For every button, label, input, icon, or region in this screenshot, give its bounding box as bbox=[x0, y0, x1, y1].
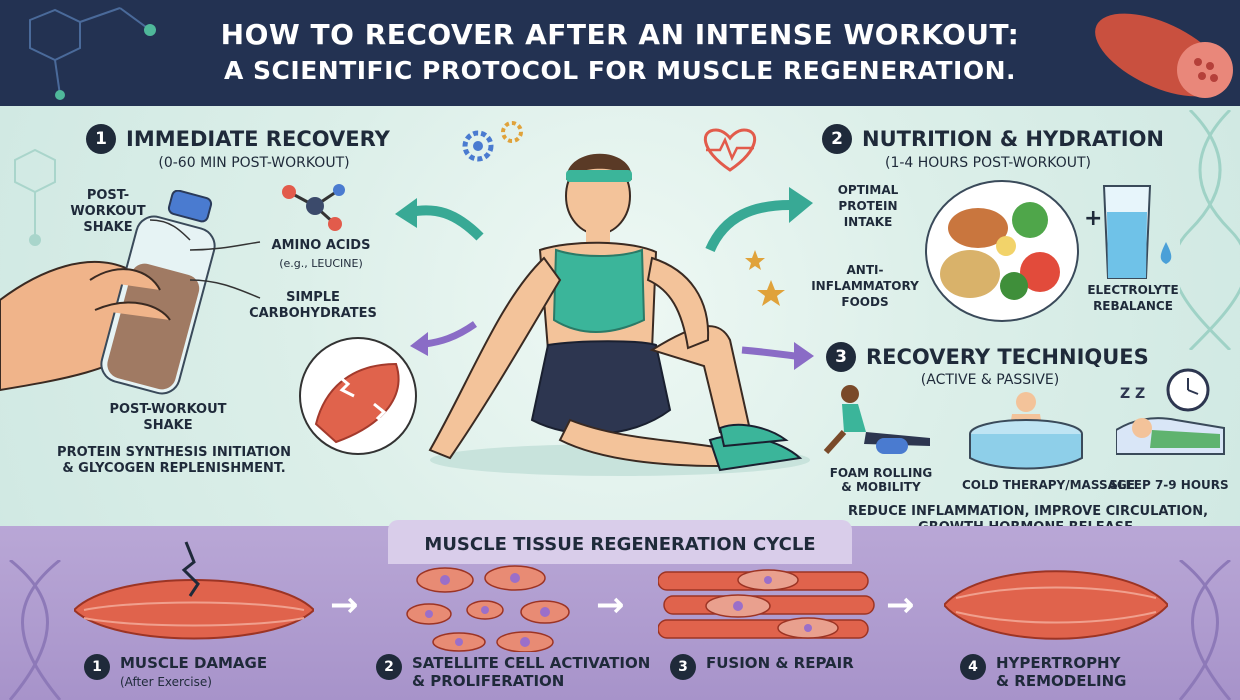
section1-title: 1 IMMEDIATE RECOVERY bbox=[86, 124, 390, 154]
athlete-resting-illustration bbox=[428, 153, 810, 476]
damaged-muscle-icon bbox=[299, 337, 417, 455]
stage1-label: 1 MUSCLE DAMAGE (After Exercise) bbox=[84, 654, 314, 691]
protein-shake-bottle-icon bbox=[0, 190, 216, 395]
stage1-sub: (After Exercise) bbox=[120, 675, 212, 689]
arrow-to-section3-icon bbox=[741, 342, 814, 370]
muscle-fiber-icon bbox=[1095, 13, 1233, 98]
amino-acid-molecule-icon bbox=[282, 184, 345, 231]
water-glass-icon bbox=[1102, 185, 1172, 279]
gears-icon bbox=[462, 121, 523, 162]
label-post-workout-shake-top: POST- WORKOUT SHAKE bbox=[70, 188, 146, 235]
nutrition-plate-icon bbox=[925, 180, 1079, 322]
stage3-title: FUSION & REPAIR bbox=[706, 654, 854, 672]
cycle-title: MUSCLE TISSUE REGENERATION CYCLE bbox=[424, 534, 816, 555]
section2-subtitle: (1-4 HOURS POST-WORKOUT) bbox=[884, 155, 1092, 171]
tech-foam-rolling: FOAM ROLLING & MOBILITY bbox=[829, 466, 933, 494]
label-electrolyte: ELECTROLYTE REBALANCE bbox=[1087, 283, 1179, 313]
label-optimal-protein: OPTIMAL PROTEIN INTAKE bbox=[837, 183, 899, 229]
label-post-workout-shake-bottom: POST-WORKOUT SHAKE bbox=[109, 402, 227, 433]
stage1-title: MUSCLE DAMAGE bbox=[120, 654, 268, 672]
cycle-arrow-2: → bbox=[596, 585, 625, 625]
section2-number: 2 bbox=[822, 124, 852, 154]
stage4-hypertrophy-icon bbox=[944, 570, 1168, 640]
label-amino-eg: (e.g., LEUCINE) bbox=[279, 257, 363, 270]
sleep-z-text: Z Z bbox=[1120, 386, 1146, 402]
arrow-to-muscle-icon bbox=[410, 321, 478, 356]
plus-sign: + bbox=[1084, 206, 1103, 231]
stage2-satellite-cells-icon bbox=[406, 565, 570, 652]
section2-title: 2 NUTRITION & HYDRATION bbox=[822, 124, 1164, 154]
header-banner: HOW TO RECOVER AFTER AN INTENSE WORKOUT:… bbox=[0, 0, 1240, 106]
heart-pulse-icon bbox=[703, 128, 757, 172]
label-anti-inflammatory: ANTI- INFLAMMATORY FOODS bbox=[811, 263, 919, 309]
pointer-lines bbox=[150, 219, 261, 299]
label-amino-acids: AMINO ACIDS bbox=[271, 238, 371, 253]
section1-title-text: IMMEDIATE RECOVERY bbox=[126, 127, 390, 151]
stage3-fusion-repair-icon bbox=[658, 569, 875, 639]
stage4-number: 4 bbox=[960, 654, 986, 680]
stage1-muscle-damage-icon bbox=[74, 541, 314, 640]
section1-number: 1 bbox=[86, 124, 116, 154]
tech-cold-therapy: COLD THERAPY/MASSAGE bbox=[962, 478, 1135, 492]
stage2-title: SATELLITE CELL ACTIVATION & PROLIFERATIO… bbox=[412, 654, 651, 690]
section1-summary: PROTEIN SYNTHESIS INITIATION & GLYCOGEN … bbox=[57, 445, 291, 476]
arrow-to-section2-icon bbox=[705, 187, 813, 253]
cycle-arrow-3: → bbox=[886, 585, 915, 625]
section3-title: 3 RECOVERY TECHNIQUES bbox=[826, 342, 1149, 372]
tech-sleep: SLEEP 7-9 HOURS bbox=[1109, 478, 1229, 492]
stage4-label: 4 HYPERTROPHY & REMODELING bbox=[960, 654, 1180, 690]
dna-helix-icon bbox=[1180, 110, 1240, 350]
section1-subtitle: (0-60 MIN POST-WORKOUT) bbox=[158, 155, 350, 171]
cold-therapy-icon bbox=[969, 392, 1083, 470]
page-title-line1: HOW TO RECOVER AFTER AN INTENSE WORKOUT: bbox=[220, 18, 1020, 51]
foam-rolling-icon bbox=[823, 385, 930, 455]
dna-bottom-left-icon bbox=[8, 560, 62, 700]
stage2-number: 2 bbox=[376, 654, 402, 680]
section2-title-text: NUTRITION & HYDRATION bbox=[862, 127, 1165, 151]
section3-subtitle: (ACTIVE & PASSIVE) bbox=[920, 372, 1060, 388]
molecule-decoration-icon bbox=[29, 7, 156, 100]
page-title-line2: A SCIENTIFIC PROTOCOL FOR MUSCLE REGENER… bbox=[224, 56, 1016, 85]
stage4-title: HYPERTROPHY & REMODELING bbox=[996, 654, 1127, 690]
stage3-label: 3 FUSION & REPAIR bbox=[670, 654, 890, 680]
section3-title-text: RECOVERY TECHNIQUES bbox=[866, 345, 1149, 369]
stage3-number: 3 bbox=[670, 654, 696, 680]
sleep-clock-icon bbox=[1116, 368, 1225, 455]
stage1-number: 1 bbox=[84, 654, 110, 680]
molecule-left-icon bbox=[14, 148, 56, 246]
arrow-to-section1-icon bbox=[395, 198, 484, 241]
label-simple-carbohydrates: SIMPLE CARBOHYDRATES bbox=[249, 290, 377, 321]
stars-icon bbox=[745, 250, 785, 306]
cycle-arrow-1: → bbox=[330, 585, 359, 625]
section3-number: 3 bbox=[826, 342, 856, 372]
dna-bottom-right-icon bbox=[1178, 560, 1232, 700]
stage1-text: MUSCLE DAMAGE (After Exercise) bbox=[120, 654, 267, 691]
cycle-title-tab bbox=[388, 520, 852, 564]
stage2-label: 2 SATELLITE CELL ACTIVATION & PROLIFERAT… bbox=[376, 654, 666, 690]
